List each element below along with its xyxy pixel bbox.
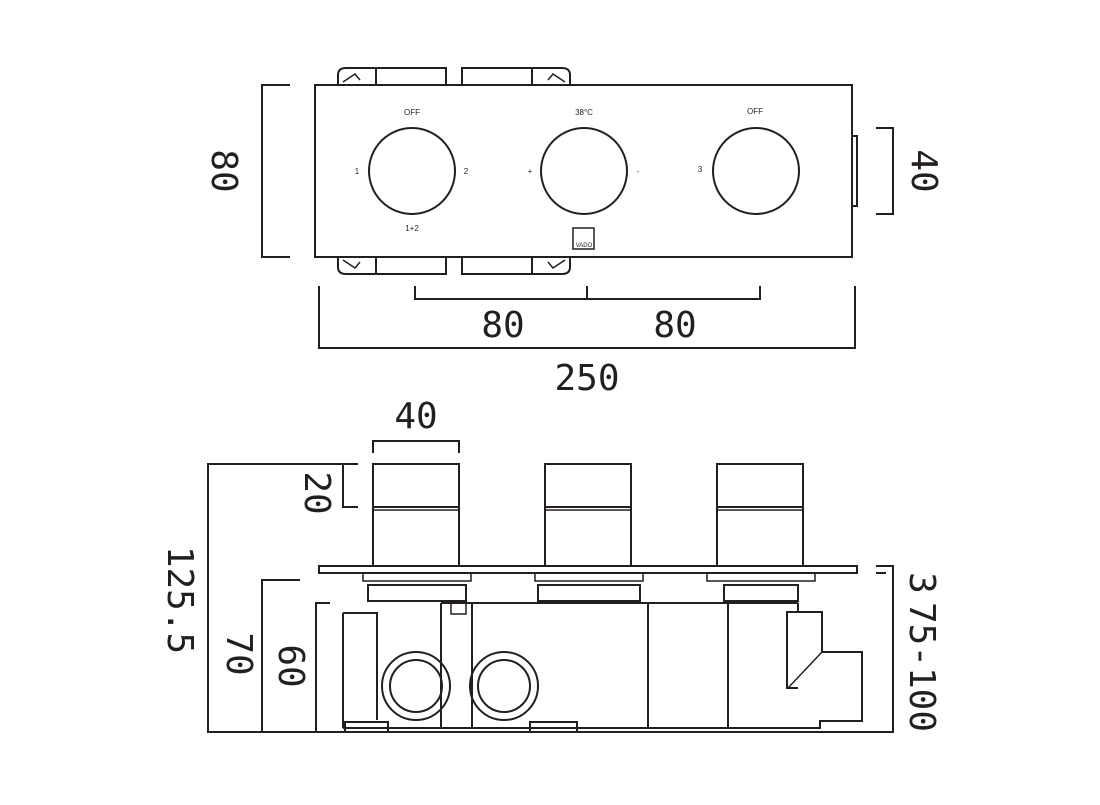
handle-left-right-label: 2 <box>464 167 469 176</box>
side-faceplate <box>318 565 858 574</box>
mounting-bracket-bottom-right <box>461 257 571 275</box>
handle-left <box>368 127 456 215</box>
outlet-left <box>381 651 451 721</box>
dim-body-60-label: 60 <box>270 644 311 687</box>
valve-body <box>330 602 863 733</box>
dim-body-70-label: 70 <box>218 632 259 675</box>
dim-line-handle-depth <box>342 463 358 508</box>
front-view: OFF 1 2 1+2 38°C + - OFF 3 VADO 80 40 80… <box>203 67 944 399</box>
outlet-right <box>469 651 539 721</box>
dim-line-body-70 <box>261 579 300 732</box>
dim-line-depth-right <box>876 127 894 215</box>
faceplate-side-tab <box>851 135 858 207</box>
handle-right-top-label: OFF <box>747 107 763 116</box>
side-view: 40 20 <box>159 396 942 733</box>
handle-left-bottom-label: 1+2 <box>405 224 419 233</box>
dim-line-total-depth <box>207 463 358 733</box>
side-handle-left <box>372 463 460 567</box>
dim-spacing-a-label: 80 <box>481 305 524 346</box>
dim-width-label: 250 <box>554 358 619 399</box>
dim-line-handle-width <box>372 440 460 453</box>
dim-line-spacing <box>414 286 761 300</box>
mounting-bracket-bottom-left <box>337 257 447 275</box>
dim-total-depth-label: 125.5 <box>159 546 200 654</box>
handle-left-top-label: OFF <box>404 108 420 117</box>
dim-line-plate <box>830 565 894 733</box>
mounting-bracket-top-left <box>337 67 447 85</box>
handle-center-top-label: 38°C <box>575 108 593 117</box>
side-handle-right <box>716 463 804 567</box>
handle-left-left-label: 1 <box>355 167 360 176</box>
dim-height-label: 80 <box>203 149 244 192</box>
mounting-bracket-top-right <box>461 67 571 85</box>
dim-depth-right-label: 40 <box>903 149 944 192</box>
dim-handle-depth-label: 20 <box>296 471 337 514</box>
dim-line-height <box>261 84 290 258</box>
brand-plate <box>572 227 595 250</box>
dim-spacing-b-label: 80 <box>653 305 696 346</box>
handle-center <box>540 127 628 215</box>
handle-right <box>712 127 800 215</box>
dim-plate-label: 3 <box>901 572 942 594</box>
dim-handle-width-label: 40 <box>394 396 437 437</box>
side-collars <box>362 572 816 615</box>
handle-center-left-label: + <box>528 167 533 176</box>
handle-right-left-label: 3 <box>698 165 703 174</box>
dim-wall-range-label: 75-100 <box>901 602 942 732</box>
handle-center-right-label: - <box>637 167 640 176</box>
brand-label: VADO <box>576 243 593 249</box>
dim-line-width <box>318 286 856 349</box>
side-handle-center <box>544 463 632 567</box>
dim-line-body-60 <box>315 602 330 732</box>
